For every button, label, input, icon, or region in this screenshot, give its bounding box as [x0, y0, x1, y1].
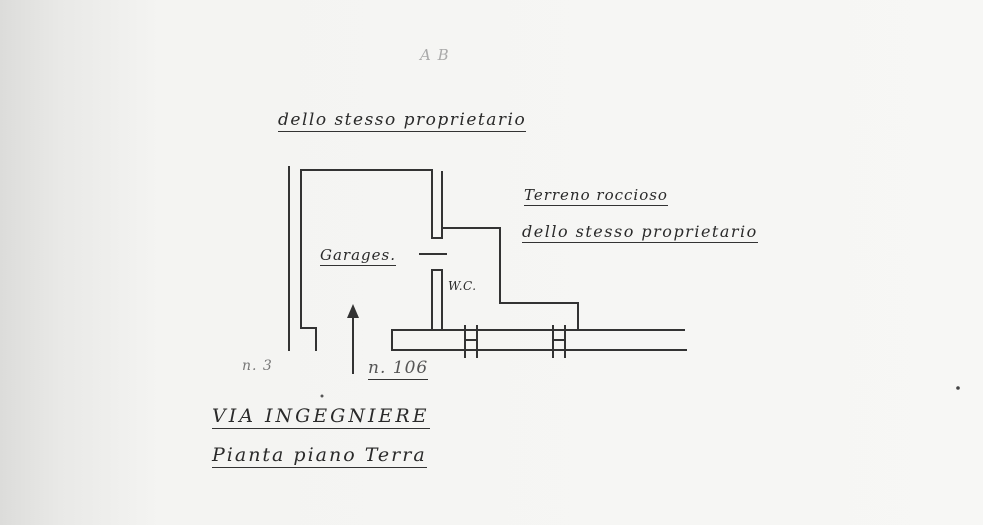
front-pillar-right	[552, 325, 566, 358]
neighbor-note: dello stesso proprietario	[278, 110, 527, 132]
dot-mark	[320, 394, 324, 398]
house-number-left: n. 3	[242, 358, 273, 374]
entrance-arrow	[347, 304, 359, 374]
plan-title: Pianta piano Terra	[212, 444, 427, 468]
garage-label: Garages.	[320, 246, 396, 266]
terrain-label: Terreno roccioso	[524, 186, 668, 206]
wc-label: W.C.	[448, 279, 477, 293]
street-name: VIA INGEGNIERE	[212, 405, 430, 429]
faint-mark: A B	[420, 46, 450, 64]
house-number-right: n. 106	[368, 358, 429, 380]
dot-mark-right	[956, 386, 960, 390]
terrain-owner-label: dello stesso proprietario	[522, 222, 758, 243]
front-pillar-left	[464, 325, 478, 358]
